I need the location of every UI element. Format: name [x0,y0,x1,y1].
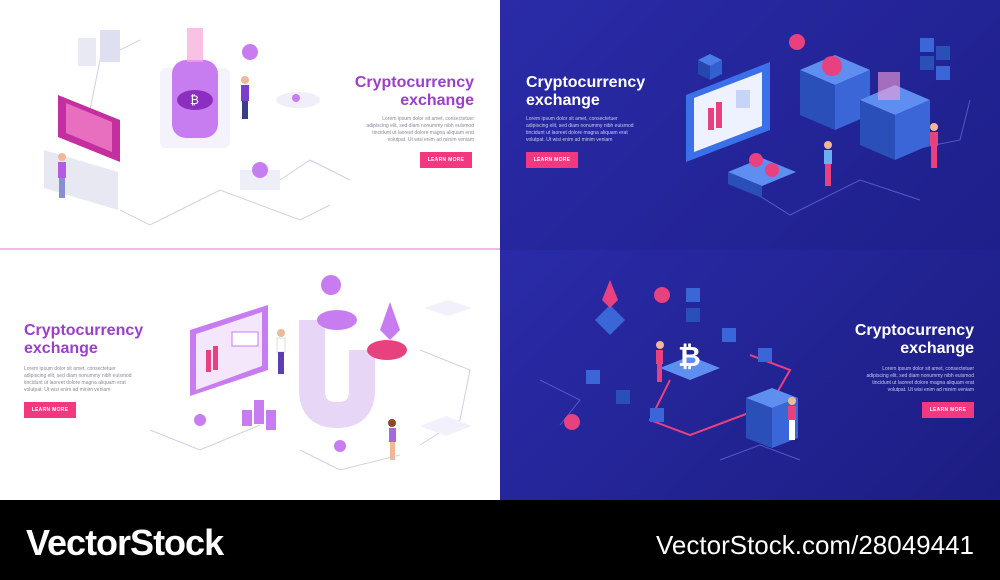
learn-more-button[interactable]: LEARN MORE [24,402,76,418]
panel-top-right: Cryptocurrency exchange Lorem ipsum dolo… [500,0,1000,250]
panel-top-left: ₿ Cryptocurrency exchang [0,0,500,250]
brand-image-id: VectorStock.com/28049441 [656,530,974,560]
svg-text:₿: ₿ [190,93,199,107]
panel-description: Lorem ipsum dolor sit amet, consectetuer… [526,116,634,143]
panel-title: Cryptocurrency exchange [24,322,143,358]
isometric-exchange-illustration: ₿ [44,28,351,226]
panel-description: Lorem ipsum dolor sit amet, consectetuer… [866,366,974,393]
title-line-2: exchange [900,340,974,357]
title-line-2: exchange [400,92,474,109]
panel-description: Lorem ipsum dolor sit amet, consectetuer… [24,366,132,393]
watermark-footer: VectorStock VectorStock.com/28049441 [0,500,1000,580]
panel-title: Cryptocurrency exchange [350,74,474,110]
title-line-1: Cryptocurrency [526,74,646,91]
learn-more-button[interactable]: LEARN MORE [922,402,974,418]
panel-description: Lorem ipsum dolor sit amet, consectetuer… [366,116,474,143]
title-line-2: exchange [526,92,600,109]
svg-text:₿: ₿ [678,340,701,373]
title-line-1: Cryptocurrency [854,322,974,339]
title-line-1: Cryptocurrency [354,74,474,91]
panel-bottom-right: ₿ Cryptocurrency exchange Lorem ipsum do… [500,250,1000,500]
panel-bottom-left: Cryptocurrency exchange Lorem ipsum dolo… [0,250,500,500]
panel-title: Cryptocurrency exchange [526,74,645,110]
isometric-trading-illustration [686,34,971,216]
title-line-1: Cryptocurrency [24,322,144,339]
learn-more-button[interactable]: LEARN MORE [420,152,472,168]
brand-logo: VectorStock [26,522,224,563]
panel-title: Cryptocurrency exchange [840,322,974,358]
title-line-2: exchange [24,340,98,357]
learn-more-button[interactable]: LEARN MORE [526,152,578,168]
panel-divider [0,248,500,250]
isometric-mining-illustration [149,275,472,471]
isometric-blockchain-illustration: ₿ [539,280,801,461]
